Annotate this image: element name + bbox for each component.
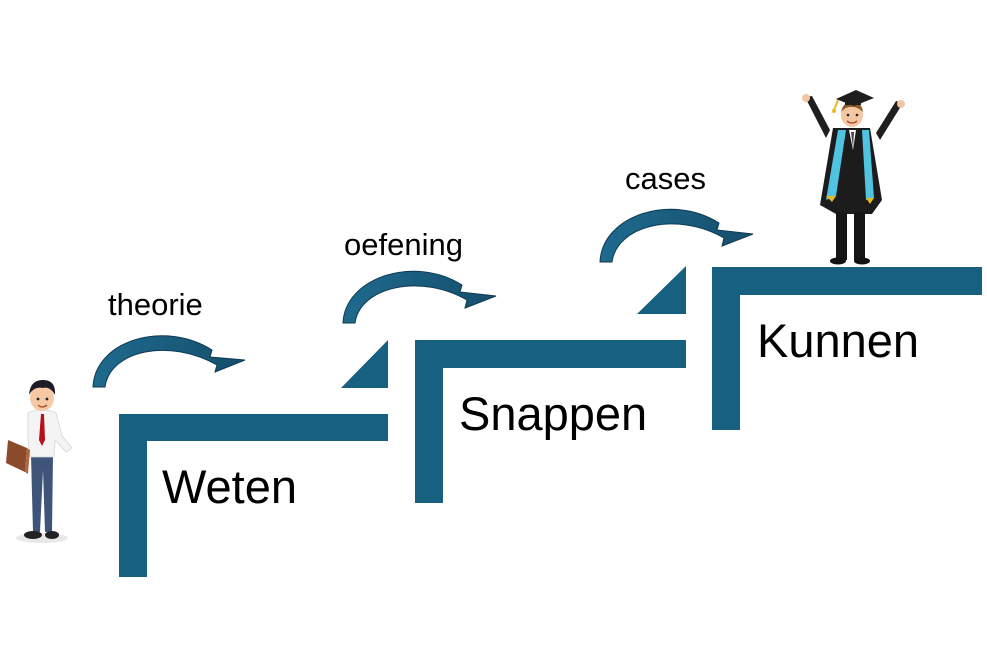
step-snappen-tread: [415, 340, 686, 368]
step-weten: [119, 414, 388, 577]
step-weten-riser: [119, 414, 147, 577]
transition-label-theorie: theorie: [108, 287, 203, 322]
curved-arrow-icon: [599, 208, 754, 263]
student-figure: [6, 380, 73, 543]
step-weten-tread: [119, 414, 388, 441]
transition-label-cases: cases: [625, 161, 706, 196]
step-label-kunnen: Kunnen: [757, 314, 920, 367]
graduate-figure: [802, 90, 905, 265]
curved-arrow-icon: [92, 335, 246, 388]
step-corner-triangle-1: [341, 340, 388, 388]
step-snappen: [415, 340, 686, 503]
step-label-weten: Weten: [162, 460, 297, 513]
step-kunnen: [712, 267, 982, 430]
step-label-snappen: Snappen: [459, 387, 648, 440]
step-corner-triangle-2: [637, 266, 686, 314]
transition-label-oefening: oefening: [344, 227, 463, 262]
curved-arrow-icon: [342, 270, 497, 324]
step-kunnen-tread: [712, 267, 982, 295]
